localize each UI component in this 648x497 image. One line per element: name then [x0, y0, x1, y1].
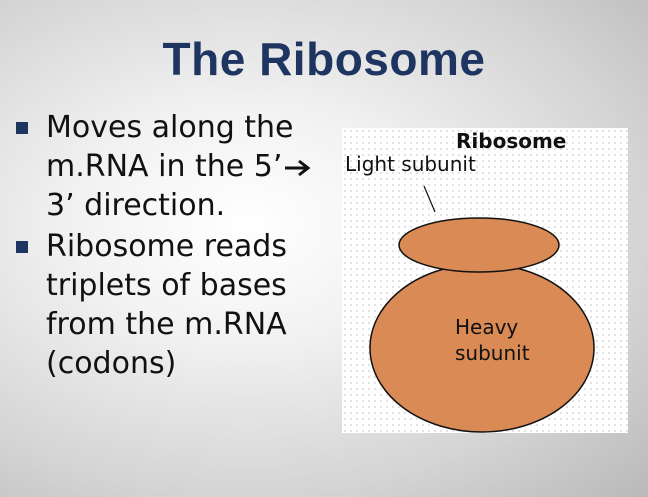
heavy-subunit-label-line1: Heavy — [455, 315, 518, 339]
bullet-text-end: 3’ direction. — [46, 188, 226, 223]
heavy-subunit-label-line2: subunit — [455, 341, 530, 365]
figure-header: Ribosome — [456, 129, 566, 153]
bullet-text: Ribosome reads triplets of bases from th… — [46, 229, 287, 381]
bullet-list: Moves along the m.RNA in the 5’ 3’ direct… — [16, 108, 336, 385]
ribosome-figure: Ribosome Light subunit Heavy subunit — [342, 128, 628, 433]
light-subunit-label: Light subunit — [345, 152, 476, 176]
bullet-text-start: Moves along the m.RNA in the 5’ — [46, 110, 294, 184]
bullet-marker-icon — [16, 122, 28, 134]
bullet-item-codons: Ribosome reads triplets of bases from th… — [16, 227, 336, 383]
bullet-item-direction: Moves along the m.RNA in the 5’ 3’ direct… — [16, 108, 336, 225]
ribosome-diagram: Ribosome Light subunit Heavy subunit — [345, 129, 595, 433]
light-subunit-pointer — [423, 185, 436, 213]
light-subunit — [398, 217, 560, 273]
right-arrow-icon — [285, 159, 311, 176]
slide-title: The Ribosome — [162, 33, 486, 85]
bullet-marker-icon — [16, 241, 28, 253]
